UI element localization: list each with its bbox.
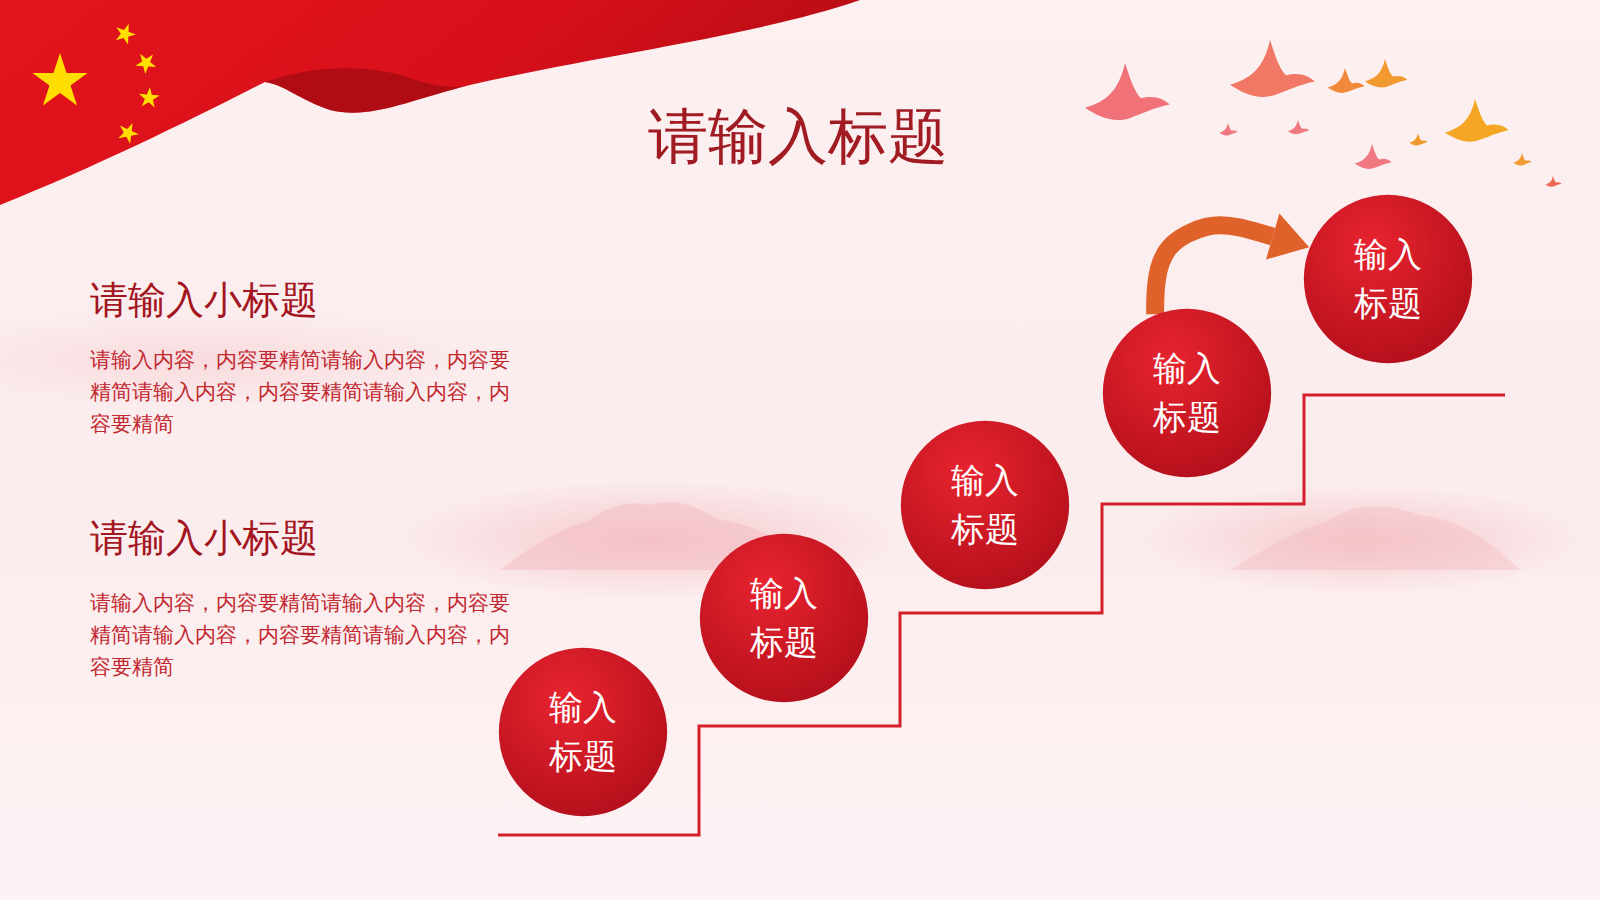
step-label: 输入 标题 <box>1343 230 1433 329</box>
progress-arrow <box>1155 213 1309 314</box>
circle-shape <box>1303 194 1473 364</box>
mist <box>1130 485 1590 595</box>
step-label: 输入 标题 <box>538 683 628 782</box>
circle-shape <box>1102 308 1272 478</box>
circle-shape <box>498 647 668 817</box>
body-text: 请输入内容，内容要精简请输入内容，内容要精简请输入内容，内容要精简请输入内容，内… <box>90 345 530 441</box>
circle-shape <box>699 533 869 703</box>
birds <box>1085 40 1561 187</box>
mountain <box>1230 506 1520 570</box>
step-label: 输入 标题 <box>1142 344 1232 443</box>
step-circle: 输入 标题 <box>498 647 668 817</box>
arrow-head <box>1266 213 1309 259</box>
arrow-shaft <box>1155 225 1273 314</box>
step-circle: 输入 标题 <box>699 533 869 703</box>
step-circle: 输入 标题 <box>900 420 1070 590</box>
stair-line <box>498 395 1505 835</box>
step-label: 输入 标题 <box>940 456 1030 555</box>
subtitle: 请输入小标题 <box>90 514 318 563</box>
step-label: 输入 标题 <box>739 569 829 668</box>
step-circle: 输入 标题 <box>1303 194 1473 364</box>
step-circle: 输入 标题 <box>1102 308 1272 478</box>
subtitle: 请输入小标题 <box>90 276 318 325</box>
slide-title: 请输入标题 <box>0 100 1597 172</box>
flag-fold <box>265 68 470 112</box>
flag-stars <box>32 20 161 145</box>
circle-shape <box>900 420 1070 590</box>
body-text: 请输入内容，内容要精简请输入内容，内容要精简请输入内容，内容要精简请输入内容，内… <box>90 588 530 684</box>
